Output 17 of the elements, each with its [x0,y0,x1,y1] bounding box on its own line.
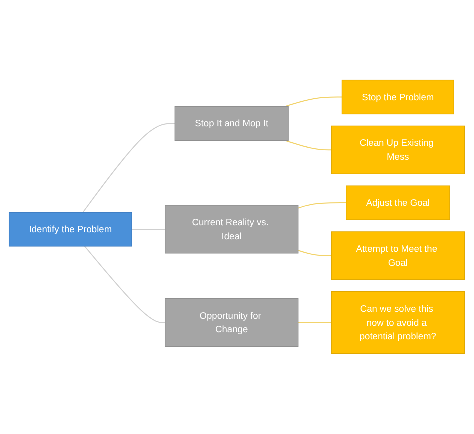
connector [284,96,343,108]
connector [132,228,166,230]
node-box: Clean Up Existing Mess [331,126,466,174]
node-box: Opportunity for Change [165,298,299,348]
node-box: Stop the Problem [342,80,454,115]
node-box: Stop It and Mop It [174,106,289,141]
node-box: Attempt to Meet the Goal [331,232,466,280]
connector [298,202,347,209]
node-box: Identify the Problem [8,212,132,247]
connector [82,123,176,213]
connector [298,250,332,256]
node-box: Current Reality vs. Ideal [165,205,299,254]
connector [298,322,332,324]
connector [284,140,332,151]
connector [84,246,166,324]
node-box: Can we solve this now to avoid a potential problem? [331,292,466,354]
node-box: Adjust the Goal [346,186,450,220]
